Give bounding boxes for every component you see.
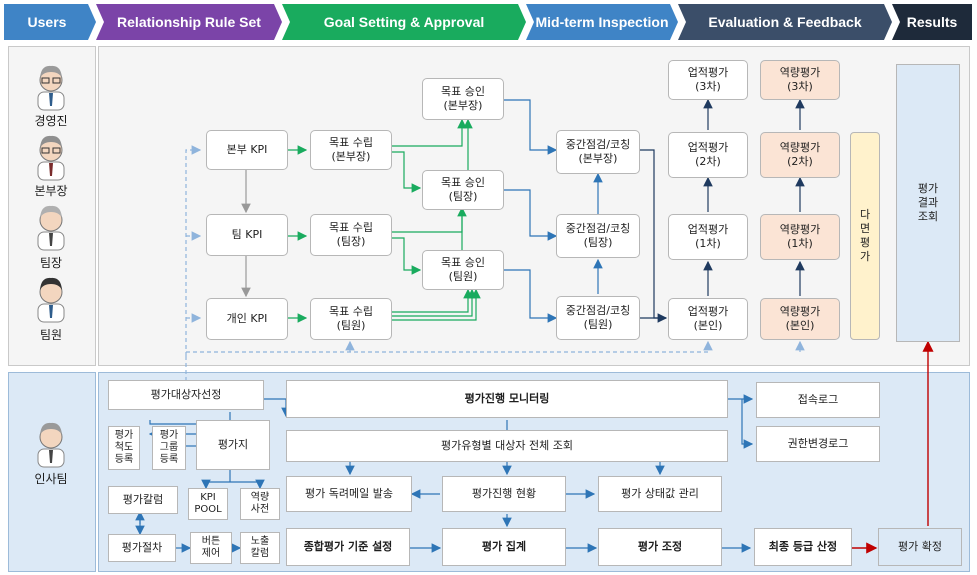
header-step-midterm: Mid-term Inspection xyxy=(526,4,678,40)
role-team-leader: 팀장 xyxy=(39,256,63,270)
header-step-goal-setting-label: Goal Setting & Approval xyxy=(323,14,485,30)
division-head-avatar xyxy=(37,135,65,181)
team-leader-avatar xyxy=(37,205,65,251)
aggregation-box: 평가 집계 xyxy=(442,528,566,566)
display-column-box: 노출 칼럼 xyxy=(240,532,280,564)
goal-approval-division-box: 목표 승인 (본부장) xyxy=(422,78,504,120)
reminder-mail-box: 평가 독려메일 발송 xyxy=(286,476,412,512)
hr-users-lane xyxy=(8,372,96,572)
performance-eval-second-box: 업적평가 (2차) xyxy=(668,132,748,178)
header-step-results: Results xyxy=(892,4,972,40)
performance-eval-third-box: 업적평가 (3차) xyxy=(668,60,748,100)
access-log-box: 접속로그 xyxy=(756,382,880,418)
midterm-team-box: 중간점검/코칭 (팀장) xyxy=(556,214,640,258)
final-grade-box: 최종 등급 산정 xyxy=(754,528,852,566)
role-executive: 경영진 xyxy=(34,114,68,128)
performance-eval-first-box: 업적평가 (1차) xyxy=(668,214,748,260)
goal-approval-team-box: 목표 승인 (팀장) xyxy=(422,170,504,210)
competency-dictionary-box: 역량 사전 xyxy=(240,488,280,520)
eval-procedure-box: 평가절차 xyxy=(108,534,176,562)
status-manage-box: 평가 상태값 관리 xyxy=(598,476,722,512)
permission-log-box: 권한변경로그 xyxy=(756,426,880,462)
target-selection-box: 평가대상자선정 xyxy=(108,380,264,410)
performance-eval-self-box: 업적평가 (본인) xyxy=(668,298,748,340)
kpi-pool-box: KPI POOL xyxy=(188,488,228,520)
division-kpi-box: 본부 KPI xyxy=(206,130,288,170)
header-step-users-label: Users xyxy=(27,14,67,30)
evaluation-sheet-box: 평가지 xyxy=(196,420,270,470)
individual-kpi-box: 개인 KPI xyxy=(206,298,288,340)
hr-team-avatar xyxy=(37,422,65,468)
header-step-relationship-label: Relationship Rule Set xyxy=(117,14,261,30)
full-lookup-box: 평가유형별 대상자 전체 조회 xyxy=(286,430,728,462)
goal-setting-member-box: 목표 수립 (팀원) xyxy=(310,298,392,340)
role-hr-team: 인사팀 xyxy=(34,472,68,486)
role-division-head: 본부장 xyxy=(34,184,68,198)
confirmation-box: 평가 확정 xyxy=(878,528,962,566)
header-step-goal-setting: Goal Setting & Approval xyxy=(282,4,526,40)
header-step-evaluation: Evaluation & Feedback xyxy=(678,4,892,40)
goal-approval-member-box: 목표 승인 (팀원) xyxy=(422,250,504,290)
scale-register-box: 평가 척도 등록 xyxy=(108,426,140,470)
header-step-evaluation-label: Evaluation & Feedback xyxy=(708,14,862,30)
monitoring-box: 평가진행 모니터링 xyxy=(286,380,728,418)
team-kpi-box: 팀 KPI xyxy=(206,214,288,256)
button-control-box: 버튼 제어 xyxy=(190,532,232,564)
results-view-box: 평가 결과 조회 xyxy=(896,64,960,342)
header-step-midterm-label: Mid-term Inspection xyxy=(535,14,669,30)
role-team-member: 팀원 xyxy=(39,328,63,342)
eval-column-box: 평가칼럼 xyxy=(108,486,178,514)
team-member-avatar xyxy=(37,277,65,323)
midterm-division-box: 중간점검/코칭 (본부장) xyxy=(556,130,640,174)
executive-avatar xyxy=(37,65,65,111)
header-step-results-label: Results xyxy=(906,14,958,30)
goal-setting-team-box: 목표 수립 (팀장) xyxy=(310,214,392,256)
group-register-box: 평가 그룹 등록 xyxy=(152,426,186,470)
adjustment-box: 평가 조정 xyxy=(598,528,722,566)
header-step-users: Users xyxy=(4,4,96,40)
header-step-relationship: Relationship Rule Set xyxy=(96,4,282,40)
progress-status-box: 평가진행 현황 xyxy=(442,476,566,512)
midterm-member-box: 중간점검/코칭 (팀원) xyxy=(556,296,640,340)
competency-eval-third-box: 역량평가 (3차) xyxy=(760,60,840,100)
criteria-setting-box: 종합평가 기준 설정 xyxy=(286,528,410,566)
competency-eval-second-box: 역량평가 (2차) xyxy=(760,132,840,178)
goal-setting-division-box: 목표 수립 (본부장) xyxy=(310,130,392,170)
competency-eval-self-box: 역량평가 (본인) xyxy=(760,298,840,340)
competency-eval-first-box: 역량평가 (1차) xyxy=(760,214,840,260)
multi-rater-eval-box: 다 면 평 가 xyxy=(850,132,880,340)
